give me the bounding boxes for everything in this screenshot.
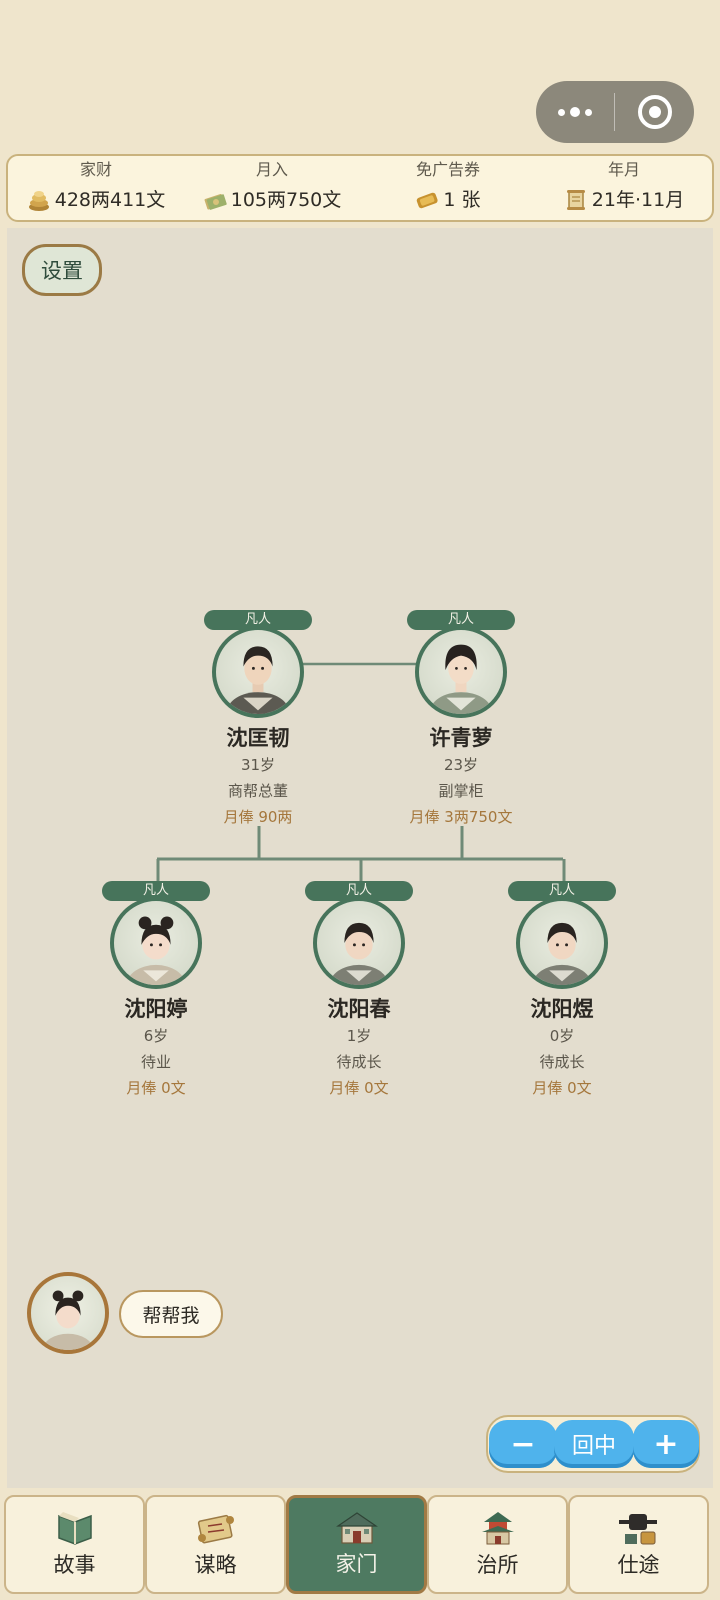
nav-tab-strategy[interactable]: 谋略 xyxy=(145,1495,286,1594)
rank-tag: 凡人 xyxy=(508,881,616,901)
stat-value: 105两750文 xyxy=(230,189,342,211)
target-icon xyxy=(637,95,672,129)
settings-button[interactable]: 设置 xyxy=(22,244,102,296)
zoom-out-button[interactable]: − xyxy=(489,1420,557,1468)
member-salary: 月俸 0文 xyxy=(329,1079,389,1097)
stat-value: 428两411文 xyxy=(54,189,166,211)
stat-label: 免广告券 xyxy=(415,160,480,179)
nav-tab-label: 家门 xyxy=(335,1552,378,1576)
nav-tab-office[interactable]: 治所 xyxy=(427,1495,568,1594)
rank-tag: 凡人 xyxy=(305,881,413,901)
member-salary: 月俸 0文 xyxy=(532,1079,592,1097)
house-icon xyxy=(335,1512,378,1544)
member-card-mother[interactable]: 凡人 许青萝 23岁 副掌柜 月俸 3两750文 xyxy=(381,610,541,830)
nav-tab-household[interactable]: 家门 xyxy=(286,1495,427,1594)
more-dot-icon xyxy=(558,108,565,116)
member-age: 31岁 xyxy=(240,756,276,774)
stat-ad-ticket: 免广告券 1 张 xyxy=(360,156,536,220)
member-name: 沈阳煜 xyxy=(530,997,594,1021)
nav-tab-career[interactable]: 仕途 xyxy=(568,1495,709,1594)
recenter-button[interactable]: 回中 xyxy=(554,1420,634,1468)
stat-label: 年月 xyxy=(607,160,640,179)
member-job: 副掌柜 xyxy=(438,782,484,800)
more-dot-icon xyxy=(570,107,580,117)
member-card-child[interactable]: 凡人 沈阳煜 0岁 待成长 月俸 0文 xyxy=(482,881,642,1101)
close-miniprogram-button[interactable] xyxy=(615,81,694,143)
member-salary: 月俸 0文 xyxy=(126,1079,186,1097)
rank-tag: 凡人 xyxy=(102,881,210,901)
member-card-father[interactable]: 凡人 沈匡韧 31岁 商帮总董 月俸 90两 xyxy=(178,610,338,830)
stat-wealth: 家财 428两411文 xyxy=(8,156,184,220)
official-hat-icon xyxy=(618,1514,657,1545)
portrait-male xyxy=(212,626,304,718)
member-job: 待成长 xyxy=(336,1053,382,1071)
member-salary: 月俸 3两750文 xyxy=(409,808,513,826)
help-button[interactable]: 帮帮我 xyxy=(119,1290,223,1338)
stats-bar: 家财 428两411文 月入 105两750文 免广告券 xyxy=(6,154,714,222)
coins-icon xyxy=(28,191,49,211)
more-menu-button[interactable] xyxy=(536,81,614,143)
portrait-female xyxy=(415,626,507,718)
member-name: 沈阳春 xyxy=(327,997,391,1021)
member-job: 待业 xyxy=(140,1053,171,1071)
more-dot-icon xyxy=(585,108,592,116)
member-card-child[interactable]: 凡人 沈阳春 1岁 待成长 月俸 0文 xyxy=(279,881,439,1101)
stat-date: 年月 21年·11月 xyxy=(536,156,712,220)
member-age: 6岁 xyxy=(143,1027,169,1045)
stat-value: 1 张 xyxy=(443,189,481,211)
nav-tab-label: 谋略 xyxy=(194,1553,237,1577)
bottom-nav: 故事 谋略 家门 治所 xyxy=(4,1495,716,1594)
stat-income: 月入 105两750文 xyxy=(184,156,360,220)
book-icon xyxy=(57,1512,92,1545)
member-name: 许青萝 xyxy=(429,726,493,750)
nav-tab-label: 治所 xyxy=(476,1553,519,1577)
ticket-icon xyxy=(417,192,439,209)
family-tree-panel[interactable] xyxy=(7,228,713,1488)
member-name: 沈阳婷 xyxy=(124,997,188,1021)
member-age: 1岁 xyxy=(346,1027,372,1045)
helper-avatar[interactable] xyxy=(27,1272,109,1354)
stat-label: 家财 xyxy=(79,160,112,179)
member-job: 商帮总董 xyxy=(227,782,288,800)
nav-tab-story[interactable]: 故事 xyxy=(4,1495,145,1594)
zoom-controls: − 回中 + xyxy=(486,1415,700,1473)
member-card-child[interactable]: 凡人 沈阳婷 6岁 待业 月俸 0文 xyxy=(76,881,236,1101)
banknote-icon xyxy=(204,193,227,210)
portrait-girl xyxy=(110,897,202,989)
miniprogram-capsule xyxy=(536,81,694,143)
nav-tab-label: 仕途 xyxy=(617,1553,660,1577)
scroll-icon xyxy=(566,190,585,210)
member-salary: 月俸 90两 xyxy=(223,808,293,826)
nav-tab-label: 故事 xyxy=(53,1553,96,1577)
member-name: 沈匡韧 xyxy=(226,726,290,750)
portrait-boy xyxy=(516,897,608,989)
zoom-in-button[interactable]: + xyxy=(633,1420,699,1468)
rank-tag: 凡人 xyxy=(204,610,312,630)
pagoda-icon xyxy=(481,1512,514,1545)
member-age: 0岁 xyxy=(549,1027,575,1045)
stat-value: 21年·11月 xyxy=(591,189,685,211)
scroll-map-icon xyxy=(197,1514,234,1544)
capsule-divider xyxy=(614,93,615,131)
rank-tag: 凡人 xyxy=(407,610,515,630)
member-job: 待成长 xyxy=(539,1053,585,1071)
member-age: 23岁 xyxy=(443,756,479,774)
portrait-boy xyxy=(313,897,405,989)
stat-label: 月入 xyxy=(255,160,288,179)
